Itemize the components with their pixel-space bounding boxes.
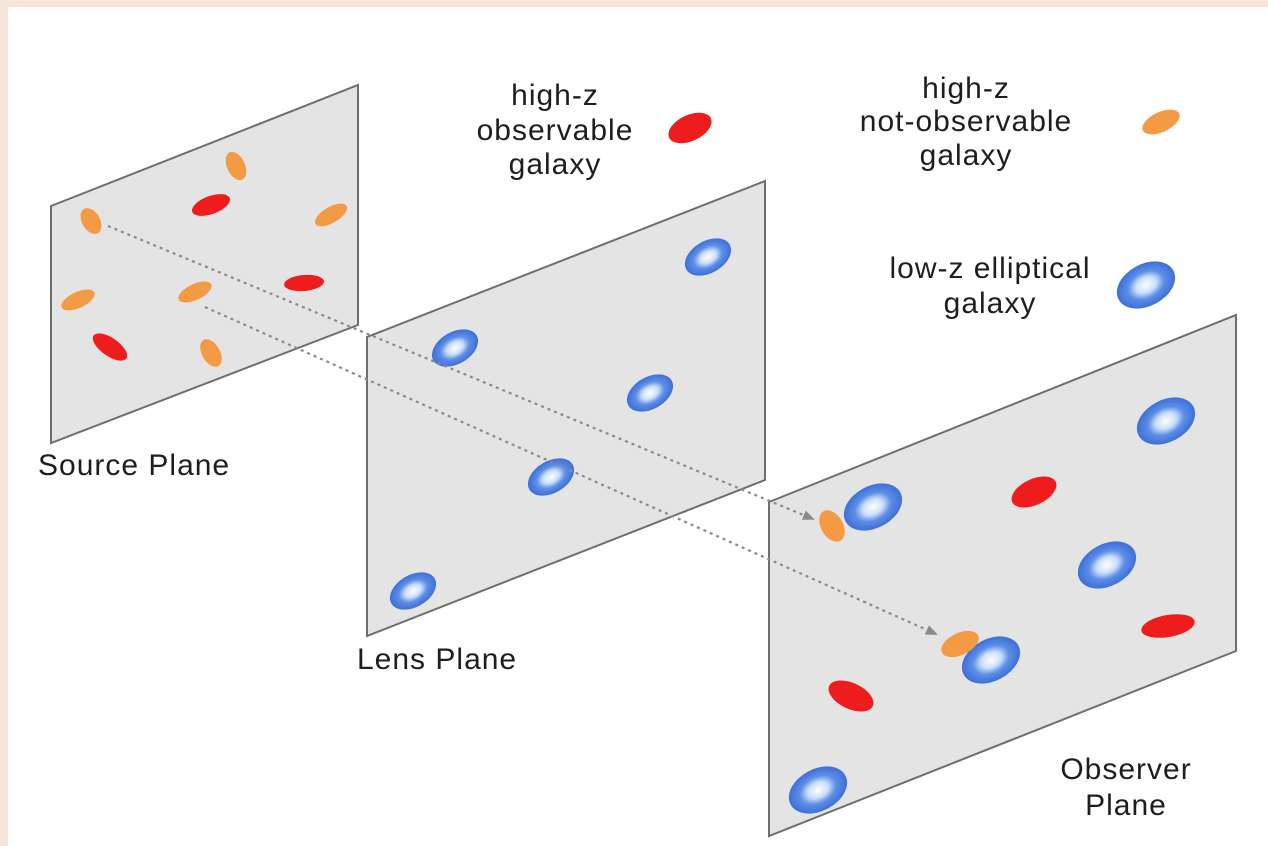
legend-observable: high-z observable galaxy (477, 79, 712, 181)
legend-not-observable-swatch (1142, 109, 1180, 135)
not-observable-galaxy (178, 281, 212, 303)
source-plane-label: Source Plane (38, 449, 230, 482)
legend-not-observable-line3: galaxy (920, 139, 1013, 172)
legend-elliptical: low-z elliptical galaxy (889, 252, 1176, 320)
observer-plane-sheet (768, 313, 1237, 838)
source-plane-sheet (50, 83, 359, 445)
diagram-canvas: Source Plane Lens Plane Observer Plane h… (38, 72, 1237, 838)
legend-not-observable: high-z not-observable galaxy (860, 72, 1180, 172)
light-rays (107, 224, 938, 636)
observable-galaxy (1011, 476, 1057, 508)
legend-elliptical-line2: galaxy (944, 287, 1037, 320)
elliptical-galaxy (431, 329, 479, 367)
observer-galaxies (788, 397, 1196, 814)
observable-galaxy (1141, 614, 1195, 638)
legend-elliptical-line1: low-z elliptical (889, 252, 1090, 285)
elliptical-galaxy (1077, 541, 1137, 589)
legend-not-observable-line1: high-z (922, 72, 1010, 105)
light-ray-2 (204, 305, 938, 636)
legend-observable-line1: high-z (511, 79, 599, 112)
not-observable-galaxy (80, 208, 102, 234)
not-observable-galaxy (314, 203, 348, 227)
observable-galaxy (191, 194, 231, 216)
observer-plane-label-line2: Plane (1085, 789, 1167, 822)
observer-plane (768, 313, 1237, 838)
not-observable-galaxy (200, 339, 222, 367)
observable-galaxy (828, 680, 874, 712)
legend-not-observable-line2: not-observable (860, 105, 1072, 138)
elliptical-galaxy (626, 374, 674, 412)
lens-plane-sheet (366, 179, 766, 638)
observer-plane-label-line1: Observer (1060, 753, 1191, 786)
lensing-diagram: Source Plane Lens Plane Observer Plane h… (8, 7, 1268, 846)
source-galaxies (61, 151, 348, 367)
legend-observable-swatch (668, 112, 712, 144)
elliptical-galaxy (684, 238, 732, 276)
source-plane (50, 83, 359, 445)
lens-plane (366, 179, 766, 638)
observable-galaxy (92, 333, 128, 361)
legend-elliptical-swatch (1116, 261, 1176, 309)
elliptical-galaxy (527, 458, 575, 496)
lensed-not-observable-galaxy (941, 630, 979, 658)
legend-observable-line3: galaxy (509, 148, 602, 181)
lens-plane-label: Lens Plane (357, 643, 517, 676)
light-ray-1 (107, 224, 815, 521)
not-observable-galaxy (225, 151, 247, 181)
observable-galaxy (284, 274, 324, 292)
legend-observable-line2: observable (477, 114, 634, 147)
elliptical-galaxy (389, 572, 437, 610)
not-observable-galaxy (61, 289, 95, 311)
elliptical-galaxy (843, 483, 903, 531)
lens-galaxies (389, 238, 732, 610)
elliptical-galaxy (788, 766, 848, 814)
elliptical-galaxy (961, 636, 1021, 684)
lensed-not-observable-galaxy (819, 510, 845, 542)
elliptical-galaxy (1136, 397, 1196, 445)
